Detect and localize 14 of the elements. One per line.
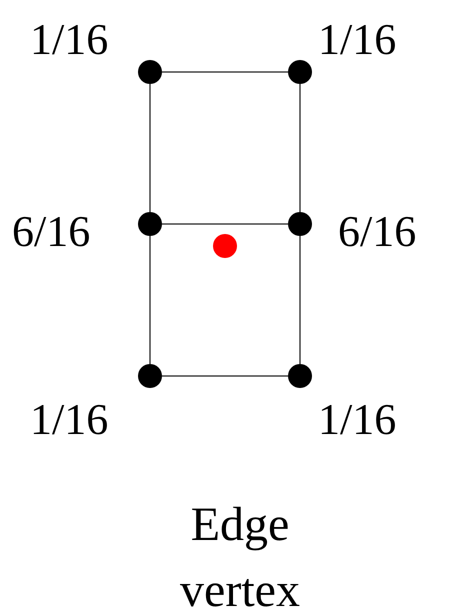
vertex-dot bbox=[138, 364, 162, 388]
vertex-dot bbox=[288, 212, 312, 236]
vertex-dot bbox=[138, 212, 162, 236]
vertex-dot bbox=[288, 364, 312, 388]
weight-label: 1/16 bbox=[318, 398, 396, 442]
weight-label: 1/16 bbox=[30, 18, 108, 62]
weight-label: 1/16 bbox=[30, 398, 108, 442]
new-vertex-dot bbox=[213, 234, 237, 258]
caption: Edge vertex bbox=[179, 497, 301, 615]
vertex-dot bbox=[288, 60, 312, 84]
weight-label: 6/16 bbox=[338, 210, 416, 254]
weight-label: 1/16 bbox=[318, 18, 396, 62]
vertex-dot bbox=[138, 60, 162, 84]
weight-label: 6/16 bbox=[12, 210, 90, 254]
